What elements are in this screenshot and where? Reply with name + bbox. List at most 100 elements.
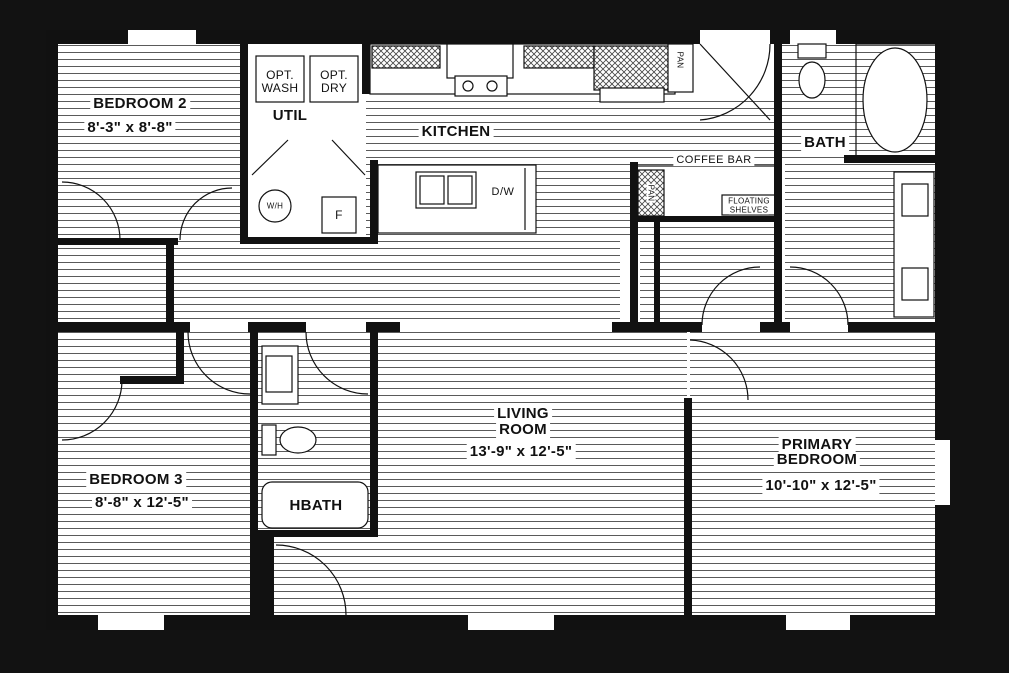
bath-toilet bbox=[798, 61, 826, 99]
door-swing-closet bbox=[701, 266, 761, 326]
wall-util-right bbox=[370, 160, 378, 244]
primary-size: 10'-10" x 12'-5" bbox=[762, 478, 880, 494]
bath-toilet-tank bbox=[797, 43, 827, 59]
wall-ext-right bbox=[935, 30, 950, 440]
tub bbox=[862, 47, 928, 153]
door-swing-hbath bbox=[305, 331, 369, 395]
primary-name-2: BEDROOM bbox=[773, 452, 861, 468]
wall-ext-bottom-2 bbox=[164, 615, 468, 630]
dryer-label-1: OPT. bbox=[319, 68, 349, 82]
wall-ext-bottom-1 bbox=[46, 615, 98, 630]
wall-primary-closet-divider bbox=[654, 222, 660, 325]
sink-basin-right bbox=[447, 175, 473, 205]
bath-name: BATH bbox=[801, 135, 849, 151]
wall-primary-left bbox=[684, 398, 692, 615]
wall-entry-left bbox=[258, 537, 274, 615]
wall-bedroom3-right bbox=[250, 332, 258, 615]
hallway-floor bbox=[170, 240, 620, 325]
wall-bedroom2-bottom bbox=[58, 238, 178, 245]
floating-shelves-2: SHELVES bbox=[728, 205, 770, 215]
kitchen-name: KITCHEN bbox=[418, 124, 494, 140]
door-swing-util-right bbox=[331, 139, 366, 176]
wall-ext-top-far bbox=[836, 30, 950, 44]
wall-hall-4 bbox=[612, 322, 702, 332]
door-swing-util-left bbox=[251, 139, 289, 176]
wall-ext-right-low bbox=[935, 505, 950, 630]
wall-hall-2 bbox=[248, 322, 306, 332]
hbath-name: HBATH bbox=[286, 498, 346, 514]
door-swing-bedroom2 bbox=[61, 181, 121, 241]
door-swing-entry bbox=[275, 544, 347, 616]
bedroom2-name: BEDROOM 2 bbox=[90, 96, 190, 112]
hbath-toilet-tank bbox=[261, 424, 277, 456]
hbath-toilet bbox=[279, 426, 317, 454]
util-name: UTIL bbox=[269, 108, 311, 124]
wall-ext-top-mid bbox=[196, 30, 700, 44]
wall-hall-3 bbox=[366, 322, 400, 332]
wall-hall-6 bbox=[848, 322, 935, 332]
bedroom3-name: BEDROOM 3 bbox=[86, 472, 186, 488]
wall-hbath-right bbox=[370, 332, 378, 537]
wall-bedroom3-closet bbox=[176, 332, 184, 384]
wall-ext-left bbox=[46, 30, 58, 630]
washer-label-1: OPT. bbox=[265, 68, 295, 82]
dishwasher-label: D/W bbox=[488, 186, 518, 198]
door-swing-kitchen-ext bbox=[699, 43, 771, 121]
wall-util-bottom bbox=[240, 237, 378, 244]
vanity-sink-top bbox=[901, 183, 929, 217]
living-name-1: LIVING bbox=[494, 406, 552, 422]
door-swing-bedroom2b bbox=[179, 187, 233, 241]
counter-hatch-right bbox=[593, 45, 671, 91]
wall-bath-bottom bbox=[844, 155, 935, 163]
wall-util-left bbox=[240, 44, 248, 244]
door-swing-primary-bath bbox=[789, 266, 849, 326]
range-hood bbox=[446, 43, 514, 79]
walls bbox=[46, 30, 950, 630]
wall-util-top-right bbox=[362, 44, 370, 94]
floating-shelves-1: FLOATING bbox=[727, 196, 771, 206]
living-floor bbox=[375, 332, 687, 615]
closet-floor bbox=[58, 245, 170, 325]
wall-ext-top-right bbox=[770, 30, 790, 44]
wall-coffee-left bbox=[630, 162, 638, 332]
water-heater-label: W/H bbox=[265, 201, 285, 211]
wall-closet-right bbox=[166, 238, 174, 328]
counter-hatch-left bbox=[371, 45, 441, 69]
bedroom2-size: 8'-3" x 8'-8" bbox=[84, 120, 176, 136]
wall-ext-top-left bbox=[46, 30, 128, 44]
dryer-label-2: DRY bbox=[319, 81, 349, 95]
furnace bbox=[321, 196, 357, 234]
door-swing-bedroom3b bbox=[187, 331, 251, 395]
door-swing-bedroom3 bbox=[61, 379, 123, 441]
wall-ext-bottom-4 bbox=[850, 615, 950, 630]
wall-hbath-bottom bbox=[250, 530, 378, 537]
vanity-sink-bottom bbox=[901, 267, 929, 301]
wall-coffee-bottom bbox=[630, 216, 780, 222]
burner-left bbox=[462, 80, 474, 92]
wall-ext-bottom-3 bbox=[554, 615, 786, 630]
coffee-bar-label: COFFEE BAR bbox=[673, 154, 755, 166]
primary-name-1: PRIMARY bbox=[778, 437, 856, 453]
wall-bath-left bbox=[774, 44, 782, 332]
entry-floor bbox=[258, 532, 378, 615]
coffee-pantry-label: PAN bbox=[646, 183, 656, 203]
burner-right bbox=[486, 80, 498, 92]
kitchen-pantry-label: PAN bbox=[675, 50, 685, 70]
bath-fixtures bbox=[797, 43, 937, 318]
wall-hall-1 bbox=[58, 322, 190, 332]
bedroom2-floor bbox=[58, 44, 240, 239]
bedroom3-size: 8'-8" x 12'-5" bbox=[92, 495, 192, 511]
hbath-sink-basin bbox=[265, 355, 293, 393]
fridge-handle bbox=[599, 87, 665, 103]
sink-basin-left bbox=[419, 175, 445, 205]
primary-closet-floor bbox=[640, 225, 780, 325]
wall-bedroom3-closet-b bbox=[120, 376, 184, 384]
primary-floor bbox=[690, 332, 935, 615]
door-swings bbox=[61, 43, 849, 616]
washer-label-2: WASH bbox=[260, 81, 300, 95]
living-size: 13'-9" x 12'-5" bbox=[466, 444, 576, 460]
furnace-label: F bbox=[334, 208, 344, 222]
living-name-2: ROOM bbox=[496, 422, 550, 438]
counter-hatch-mid bbox=[523, 45, 595, 69]
